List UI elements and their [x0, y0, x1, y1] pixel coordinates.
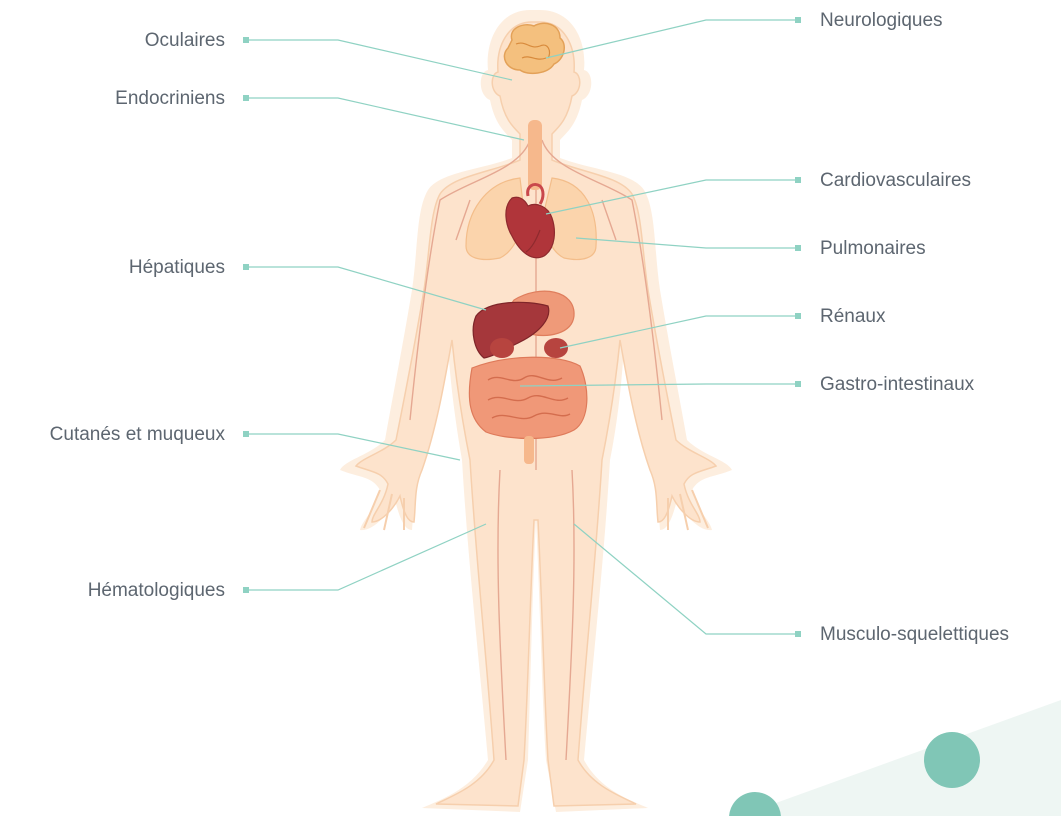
- leader-oculaires: [246, 40, 512, 80]
- label-hepatiques: Hépatiques: [129, 257, 225, 279]
- label-gastro: Gastro-intestinaux: [820, 374, 974, 396]
- leader-endocriniens: [246, 98, 524, 140]
- teal-circle-large: [924, 732, 980, 788]
- label-renaux: Rénaux: [820, 306, 886, 328]
- teal-circle-small: [729, 792, 781, 816]
- label-cutanes: Cutanés et muqueux: [50, 424, 225, 446]
- trachea: [528, 120, 542, 190]
- leader-neurologiques: [546, 20, 798, 58]
- label-endocriniens: Endocriniens: [115, 88, 225, 110]
- label-cardiovasculaires: Cardiovasculaires: [820, 170, 971, 192]
- label-pulmonaires: Pulmonaires: [820, 238, 926, 260]
- corner-wedge: [740, 700, 1061, 816]
- label-oculaires: Oculaires: [145, 30, 225, 52]
- leader-musculo: [574, 524, 798, 634]
- label-musculo: Musculo-squelettiques: [820, 624, 1009, 646]
- decorative-corner: [729, 700, 1061, 816]
- leader-hematologiques: [246, 524, 486, 590]
- label-neurologiques: Neurologiques: [820, 10, 943, 32]
- label-hematologiques: Hématologiques: [88, 580, 225, 602]
